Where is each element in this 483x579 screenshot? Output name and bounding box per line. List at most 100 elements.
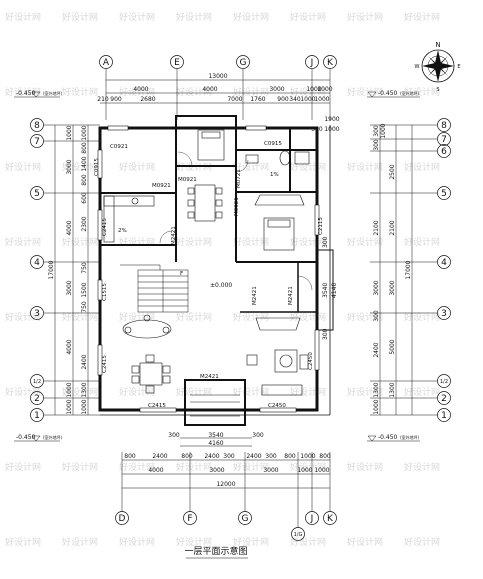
- dim-top-detail-5: 1760: [250, 96, 265, 103]
- dim-bottom-detail-5: 300: [223, 453, 235, 460]
- axis-left-5: 5: [34, 189, 40, 199]
- bed-upper: [197, 129, 225, 161]
- watermark-text: 好设计网: [404, 461, 440, 473]
- watermark-text: 好设计网: [233, 236, 269, 248]
- dim-top-mid-1: 4000: [133, 86, 148, 93]
- top-axis-bubbles: A E G J K: [99, 55, 337, 69]
- axis-right-7: 7: [441, 135, 447, 145]
- dim-left-detail-6: 2300: [81, 216, 88, 231]
- bathroom-fixtures: [245, 150, 310, 166]
- dim-right-detail-8: 1300: [373, 382, 380, 397]
- axis-left-1-2: 1/2: [33, 379, 41, 385]
- label-slope-2: 2%: [118, 228, 127, 234]
- dim-top-right-1: 1900: [324, 116, 339, 123]
- watermark-text: 好设计网: [176, 86, 212, 98]
- dim-top-mid-5: 1000: [317, 86, 332, 93]
- watermark-text: 好设计网: [347, 386, 383, 398]
- axis-bottom-d: D: [119, 514, 126, 524]
- label-c0915-a: C0915: [94, 158, 100, 176]
- axis-right-4: 4: [441, 258, 447, 268]
- dim-bottom-detail-3: 800: [181, 453, 193, 460]
- dim-right-mid-5: 1300: [389, 382, 396, 397]
- watermark-text: 好设计网: [5, 236, 41, 248]
- axis-right-8: 8: [441, 121, 447, 131]
- label-m2421-b: M2421: [288, 286, 294, 305]
- label-c2115: C2115: [318, 217, 324, 235]
- dim-center-1: 300: [322, 236, 329, 248]
- dim-bottom-detail-2: 2400: [152, 453, 167, 460]
- watermark-text: 好设计网: [119, 236, 155, 248]
- left-axis-bubbles: [30, 118, 44, 422]
- dim-right-detail-1: 300: [373, 125, 380, 137]
- right-axis-bubbles: [437, 118, 451, 422]
- outdoor-level-bl-note: (室外地坪): [43, 434, 63, 440]
- watermark-text: 好设计网: [347, 536, 383, 548]
- dim-top-right-3: 1000: [324, 126, 339, 133]
- watermark-text: 好设计网: [404, 536, 440, 548]
- compass-east-label: E: [457, 64, 460, 70]
- dim-bottom-mid-2: 3000: [209, 467, 224, 474]
- watermark-text: 好设计网: [62, 386, 98, 398]
- label-c0921: C0921: [110, 144, 128, 150]
- entrance-steps: [190, 394, 240, 417]
- watermark-text: 好设计网: [62, 236, 98, 248]
- north-compass: N S E W: [415, 41, 461, 93]
- dim-top-total: 13000: [208, 73, 227, 80]
- dim-left-detail-12: 1000: [81, 399, 88, 414]
- staircase: [120, 264, 189, 313]
- watermark-text: 好设计网: [62, 311, 98, 323]
- dim-top-detail-4: 7000: [227, 96, 242, 103]
- outdoor-level-tr: -0.450 (室外地坪): [367, 90, 420, 98]
- dim-center-2: 3540: [322, 283, 329, 298]
- watermark-layer: 好设计网好设计网好设计网好设计网好设计网好设计网好设计网好设计网好设计网好设计网…: [5, 11, 440, 548]
- dim-bottom-detail-9: 1000: [300, 453, 315, 460]
- bottom-dimensions: [121, 452, 331, 528]
- dim-bottom-mid-5: 1000: [314, 467, 329, 474]
- dim-left-detail-8: 1500: [81, 282, 88, 297]
- dim-right-mid-1: 2500: [389, 164, 396, 179]
- dim-left-detail-3: 1400: [81, 156, 88, 171]
- dim-right-detail-6: 300: [373, 310, 380, 322]
- label-up: F: [180, 271, 183, 277]
- label-c0915-b: C0915: [264, 141, 282, 147]
- watermark-text: 好设计网: [233, 161, 269, 173]
- label-c2415-a: C2415: [102, 218, 108, 236]
- dim-bottom-detail-4: 2400: [204, 453, 219, 460]
- bottom-axis-bubbles: [115, 511, 337, 541]
- building-walls: [98, 115, 334, 426]
- watermark-text: 好设计网: [62, 86, 98, 98]
- dim-left-mid-4: 3000: [66, 280, 73, 295]
- dim-bottom-detail-6: 2400: [246, 453, 261, 460]
- watermark-text: 好设计网: [290, 11, 326, 23]
- watermark-text: 好设计网: [404, 11, 440, 23]
- outdoor-level-br-note: (室外地坪): [400, 434, 420, 440]
- watermark-text: 好设计网: [290, 461, 326, 473]
- dining-table-lower: [131, 354, 171, 394]
- dim-left-mid-2: 3000: [66, 159, 73, 174]
- watermark-text: 好设计网: [347, 236, 383, 248]
- dim-left-outer: 17000: [48, 260, 55, 279]
- label-c1515: C1515: [102, 283, 108, 301]
- dim-left-detail-7: 750: [81, 262, 88, 274]
- tea-table: [122, 314, 172, 339]
- dim-left-mid-7: 1000: [66, 399, 73, 414]
- axis-left-4: 4: [34, 258, 40, 268]
- dim-bottom-mid-4: 1000: [297, 467, 312, 474]
- axis-right-5: 5: [441, 189, 447, 199]
- watermark-text: 好设计网: [404, 86, 440, 98]
- axis-top-k: K: [327, 58, 334, 68]
- axis-bottom-k: K: [327, 514, 334, 524]
- label-m2421-d: M2421: [252, 286, 258, 305]
- watermark-text: 好设计网: [176, 236, 212, 248]
- watermark-text: 好设计网: [404, 161, 440, 173]
- watermark-text: 好设计网: [5, 86, 41, 98]
- dim-left-detail-1: 1000: [81, 125, 88, 140]
- label-c2415-b: C2415: [102, 355, 108, 373]
- watermark-text: 好设计网: [233, 311, 269, 323]
- dim-right-detail-2: 300: [373, 139, 380, 151]
- watermark-text: 好设计网: [176, 11, 212, 23]
- axis-left-8: 8: [34, 121, 40, 131]
- watermark-text: 好设计网: [290, 386, 326, 398]
- label-m0921-c: M0921: [234, 197, 240, 216]
- watermark-text: 好设计网: [119, 461, 155, 473]
